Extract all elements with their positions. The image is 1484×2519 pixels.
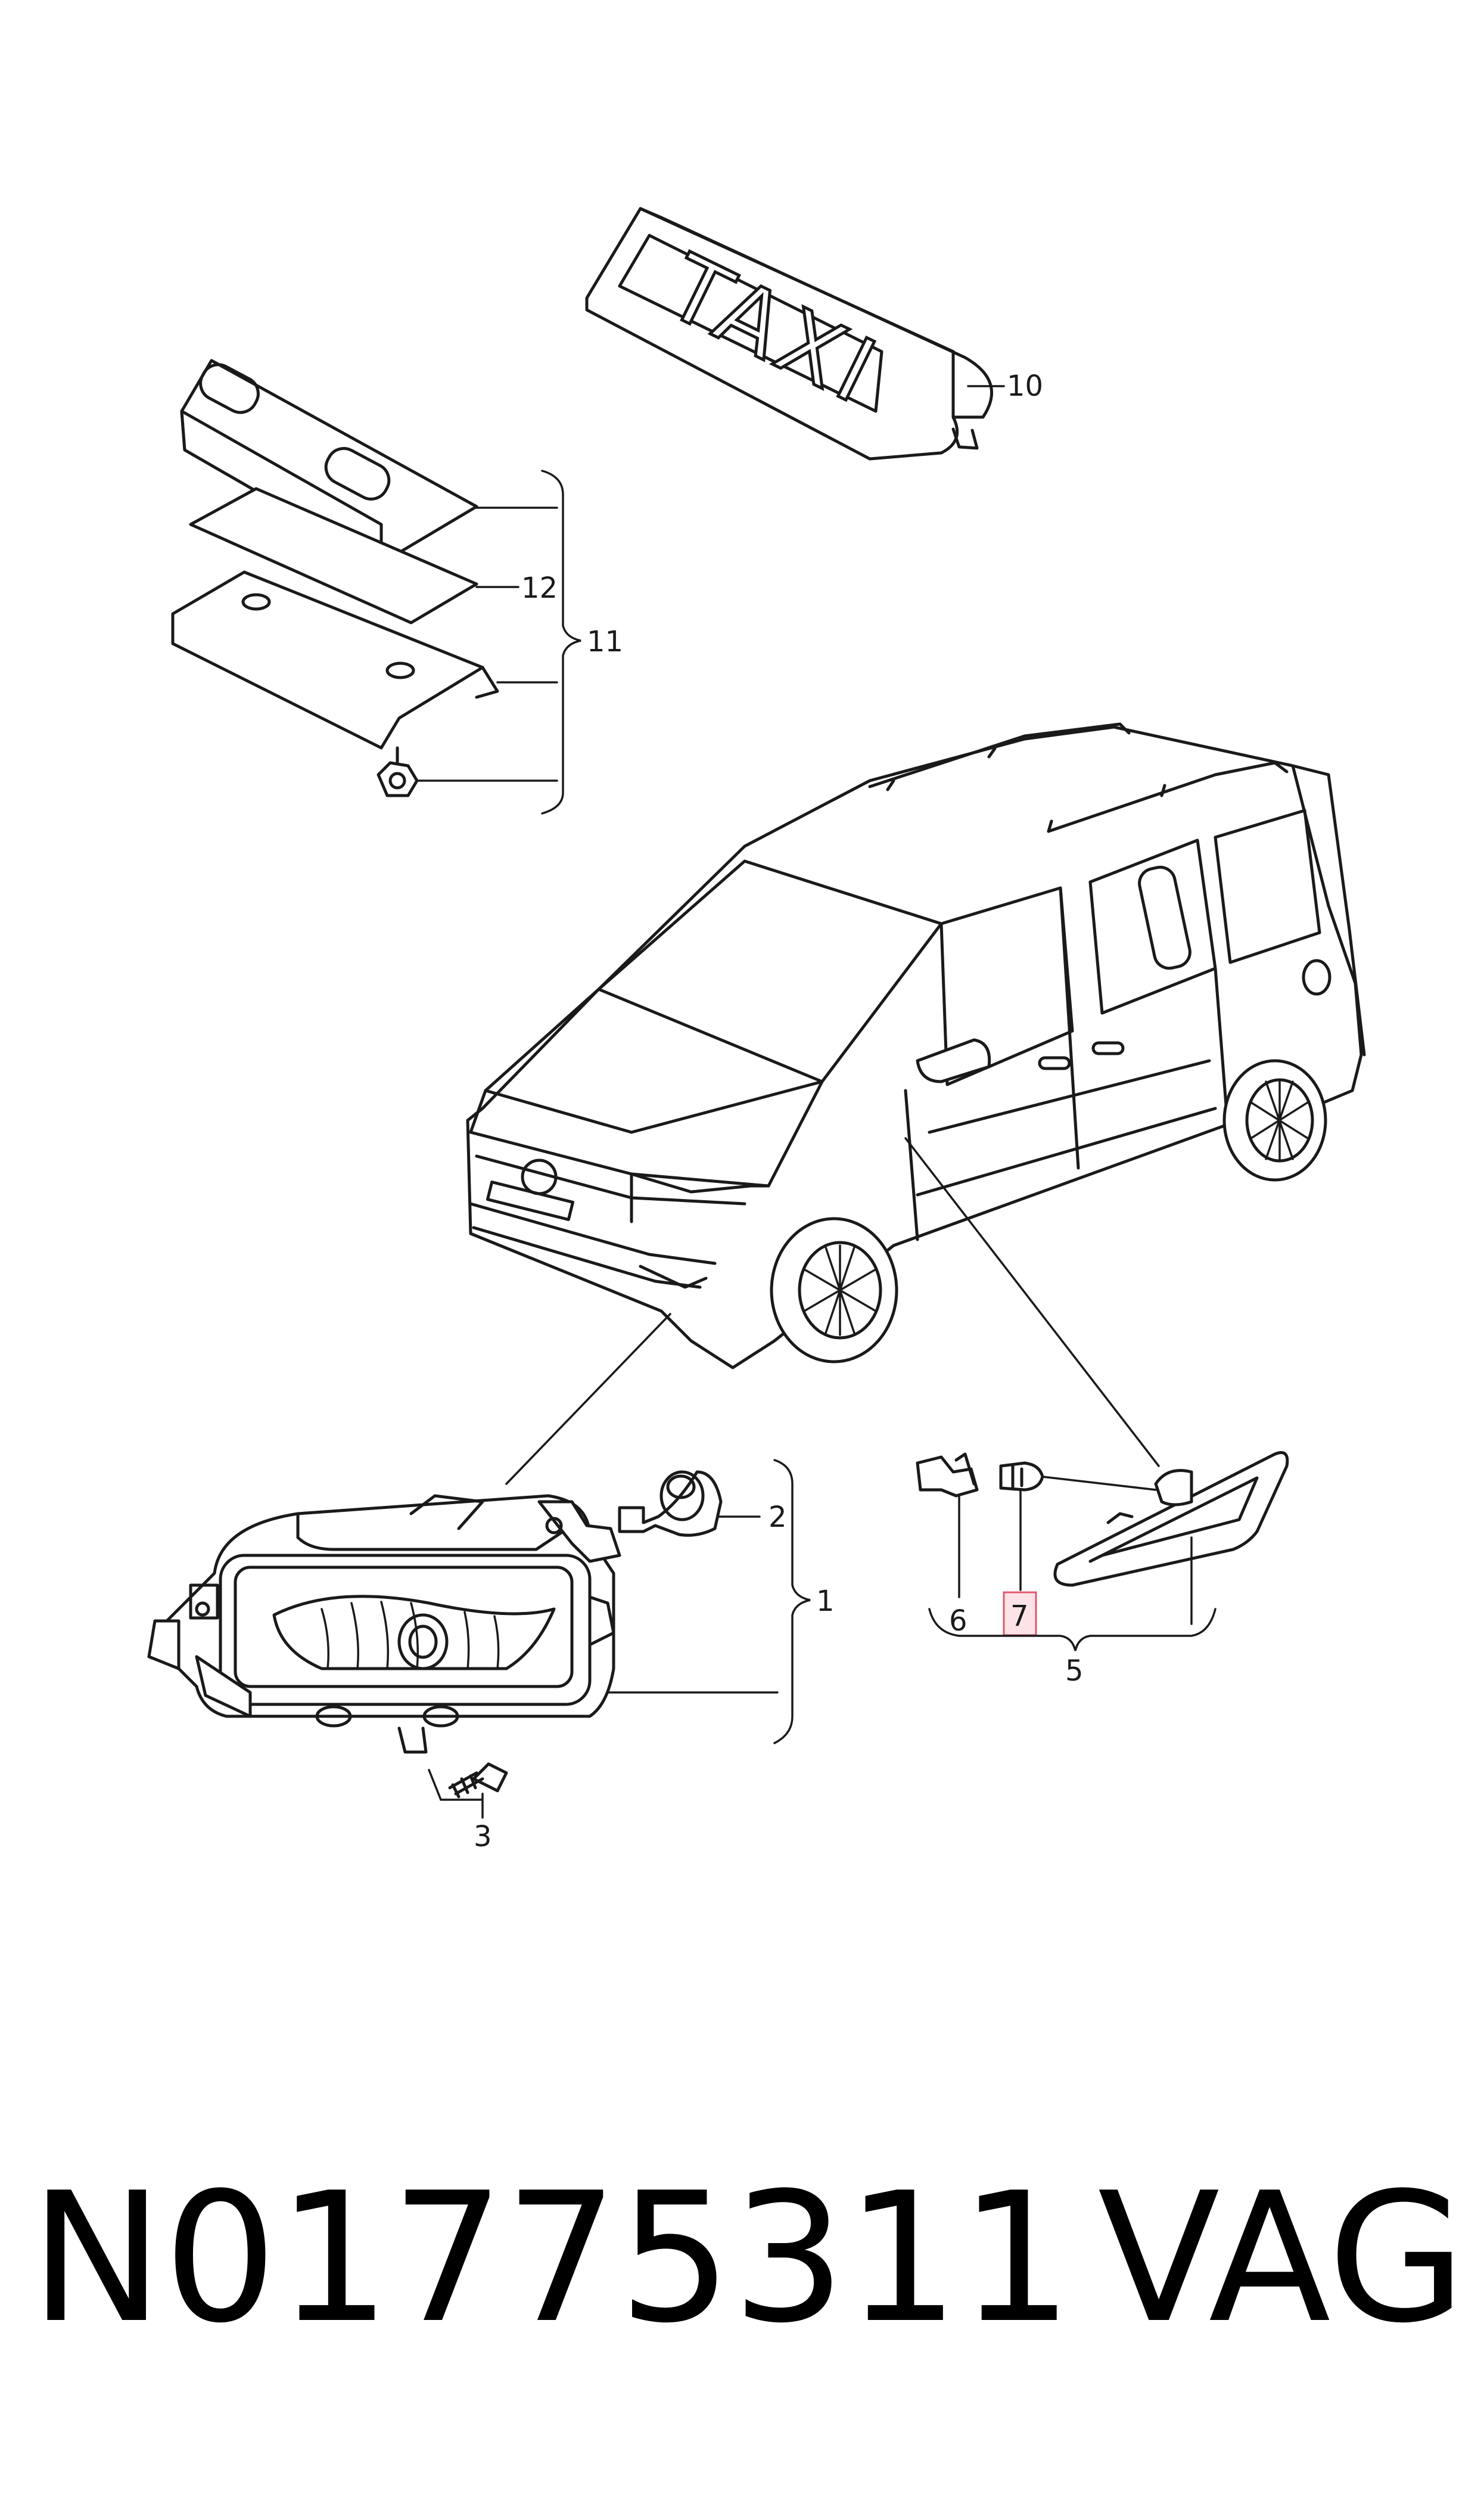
bracket-11 (541, 470, 581, 815)
callout-7-highlight (1003, 1591, 1037, 1636)
fog-lamp-screw (448, 1762, 508, 1799)
callout-1: 1 (816, 1585, 835, 1618)
callout-12: 12 (521, 571, 558, 605)
callout-7: 7 (1010, 1599, 1029, 1633)
callout-11: 11 (587, 625, 623, 659)
callout-10: 10 (1007, 369, 1043, 403)
leader-3 (428, 1769, 484, 1819)
leader-vehicle-to-foglamp (505, 1313, 671, 1485)
taxi-roof-sign: TAXI (585, 207, 993, 461)
fog-lamp-assembly (147, 1494, 621, 1754)
bracket-1 (773, 1459, 811, 1744)
vehicle-outline (466, 722, 1366, 1369)
part-number-label: N01775311 (30, 2154, 1074, 2362)
callout-2: 2 (769, 1501, 787, 1534)
bracket-5 (928, 1608, 1217, 1651)
callout-6: 6 (949, 1604, 967, 1638)
roof-mount-kit (171, 359, 499, 797)
side-marker-socket (916, 1452, 979, 1498)
leader-vehicle-to-side-marker (904, 1137, 1160, 1467)
fog-lamp-bulb (618, 1470, 723, 1537)
callout-3: 3 (474, 1820, 492, 1853)
side-marker-bulb (999, 1461, 1044, 1492)
brand-label: VAG (1097, 2154, 1466, 2362)
callout-5: 5 (1065, 1654, 1084, 1688)
leader-side-bulb (1041, 1476, 1157, 1491)
side-marker-lamp (1053, 1451, 1289, 1587)
